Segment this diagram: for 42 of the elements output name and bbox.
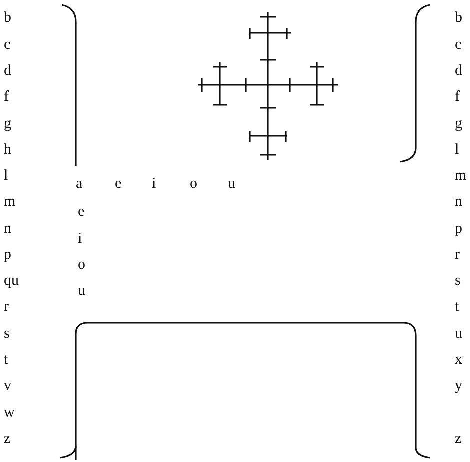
letter-label: c: [4, 37, 11, 53]
letter-label: d: [4, 63, 12, 79]
letter-label: i: [78, 231, 82, 247]
letter-label: l: [4, 168, 8, 184]
letter-label: y: [455, 378, 462, 394]
letter-label: z: [455, 431, 462, 447]
letter-label: g: [4, 116, 12, 132]
letter-label: m: [4, 194, 16, 210]
letter-label: h: [4, 142, 12, 158]
letter-label: x: [455, 352, 462, 368]
letter-label: t: [4, 352, 8, 368]
letter-label: l: [455, 142, 460, 158]
letter-label: u: [78, 283, 86, 299]
letter-label: f: [455, 89, 460, 105]
letter-label: w: [4, 405, 15, 421]
letter-label: g: [455, 116, 462, 132]
letter-label: r: [4, 299, 9, 315]
letter-label: v: [4, 378, 12, 394]
letter-label: c: [455, 37, 462, 53]
letter-label: e: [78, 204, 85, 220]
letter-label: d: [455, 63, 462, 79]
letter-label: f: [4, 89, 9, 105]
letter-label: p: [455, 221, 462, 237]
letter-label: p: [4, 247, 12, 263]
letter-label: n: [4, 221, 12, 237]
letter-label: b: [4, 10, 12, 26]
letter-label: m: [455, 168, 467, 184]
letter-label: r: [455, 247, 460, 263]
letter-label: z: [4, 431, 11, 447]
letter-label: qu: [4, 273, 19, 289]
letter-label: s: [4, 326, 10, 342]
letter-label: b: [455, 10, 462, 26]
letter-label: u: [228, 176, 236, 192]
letter-label: s: [455, 273, 461, 289]
letter-label: e: [115, 176, 122, 192]
letter-label: o: [190, 176, 198, 192]
letter-label: t: [455, 299, 460, 315]
letter-label: o: [78, 257, 86, 273]
letter-label: a: [76, 176, 83, 192]
letter-label: i: [152, 176, 156, 192]
letter-label: u: [455, 326, 462, 342]
letter-label: n: [455, 194, 462, 210]
